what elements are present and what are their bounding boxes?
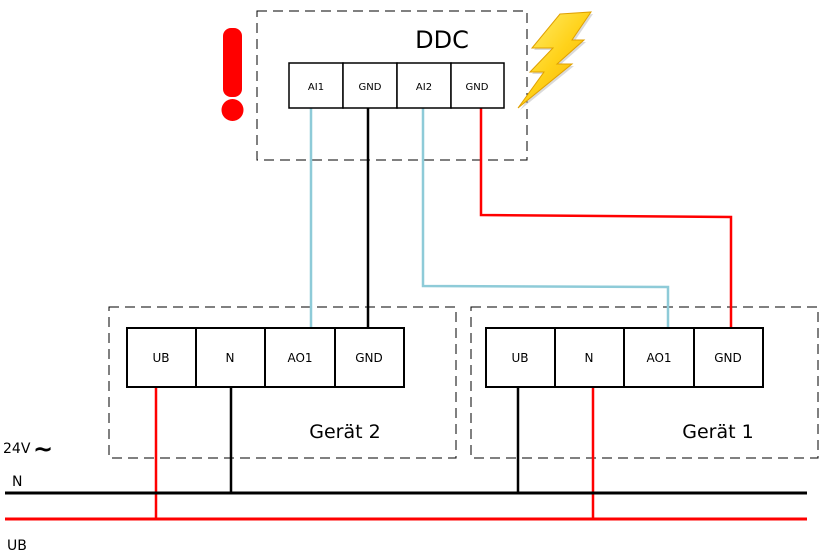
device2-terminal-label: GND	[355, 351, 383, 365]
ddc-title: DDC	[415, 26, 469, 54]
device1-terminal-ub	[485, 327, 556, 388]
wires	[5, 108, 807, 521]
ddc-terminal-label: AI2	[416, 82, 432, 93]
ub-bus-label: UB	[7, 538, 27, 554]
device2-title: Gerät 2	[309, 421, 380, 443]
device2-terminal-label: N	[226, 351, 235, 365]
ddc-enclosure	[256, 10, 528, 161]
device2-terminal-label: UB	[152, 351, 169, 365]
device1-enclosure	[470, 306, 819, 459]
wire-ai2-to-device1-ao1	[421, 108, 670, 328]
ddc-terminal-ai2	[396, 62, 452, 109]
device2-enclosure	[108, 306, 457, 459]
ddc-terminal-gnd2	[450, 62, 505, 109]
device1-terminal-block: UB N AO1 GND	[485, 327, 764, 388]
device2-terminal-n	[195, 327, 266, 388]
device1-terminal-label: N	[585, 351, 594, 365]
neutral-bus-label: N	[12, 474, 22, 490]
device1-title: Gerät 1	[682, 421, 753, 443]
device2-terminal-block: UB N AO1 GND	[126, 327, 405, 388]
ddc-terminal-label: AI1	[308, 82, 324, 93]
device1-terminal-gnd	[693, 327, 764, 388]
exclamation-icon	[221, 28, 244, 121]
device2-terminal-ub	[126, 327, 197, 388]
device2-terminal-label: AO1	[287, 351, 312, 365]
lightning-bolt-icon	[517, 11, 593, 110]
device1-terminal-label: UB	[511, 351, 528, 365]
ddc-terminal-label: GND	[359, 82, 382, 93]
device1-terminal-ao1	[623, 327, 695, 388]
ddc-terminal-block: AI1 GND AI2 GND	[288, 62, 505, 109]
ac-symbol: ~	[33, 435, 53, 463]
ddc-terminal-label: GND	[466, 82, 489, 93]
device1-terminal-n	[554, 327, 625, 388]
voltage-label: 24V	[3, 441, 31, 457]
wire-ddc-gnd2-to-device1-gnd	[479, 108, 733, 328]
device1-terminal-label: GND	[714, 351, 742, 365]
device2-terminal-ao1	[264, 327, 336, 388]
device2-terminal-gnd	[334, 327, 405, 388]
device1-terminal-label: AO1	[646, 351, 671, 365]
